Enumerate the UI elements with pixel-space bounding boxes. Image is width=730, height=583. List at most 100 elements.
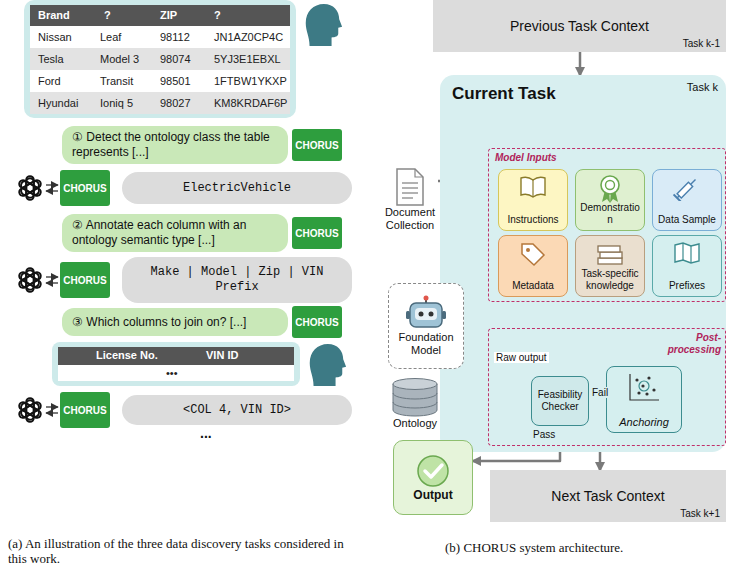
node-text: ① Detect the ontology class the table re… — [72, 130, 278, 160]
output-box: Output — [393, 440, 473, 515]
table-cell: Transit — [100, 75, 133, 88]
table-cell: ? — [104, 9, 111, 22]
icon — [395, 168, 425, 206]
node-text: <COL 4, VIN ID> — [183, 403, 291, 418]
system-box: CHORUS — [60, 262, 110, 298]
context-box: Next Task ContextTask k+1 — [490, 470, 726, 522]
table-cell: Ioniq 5 — [100, 97, 133, 110]
table-cell: 1FTBW1YKXP — [214, 75, 287, 88]
caption: (b) CHORUS system architecture. — [445, 540, 725, 555]
table-cell: ••• — [166, 367, 178, 380]
table-cell: 5YJ3E1EBXL — [214, 53, 281, 66]
node-text: Make | Model | Zip | VIN Prefix — [132, 265, 342, 295]
input-tile: Metadata — [498, 235, 568, 297]
table-cell: Ford — [38, 75, 61, 88]
table-cell: ? — [214, 9, 221, 22]
system-box: CHORUS — [60, 170, 110, 206]
prompt-bubble: ① Detect the ontology class the table re… — [62, 126, 288, 164]
icon — [519, 241, 547, 267]
group-box: Model InputsInstructions Demonstration Dat… — [488, 148, 726, 302]
table-cell: JN1AZ0CP4C — [214, 31, 283, 44]
output-box: Make | Model | Zip | VIN Prefix — [122, 257, 352, 303]
node-text: ③ Which columns to join on? [...] — [72, 315, 278, 330]
node-text: CHORUS — [295, 228, 338, 239]
node-text: CHORUS — [295, 140, 338, 151]
input-tile: Instructions — [498, 169, 568, 231]
edge-label: Fail — [590, 387, 610, 398]
node-text: Task k+1 — [680, 508, 720, 519]
node-text: Post-processing — [659, 332, 721, 356]
node-text: CHORUS — [63, 183, 106, 194]
system-box: CHORUS — [292, 217, 342, 249]
icon — [673, 175, 701, 201]
context-box: Previous Task ContextTask k-1 — [433, 0, 726, 52]
llm-logo — [18, 176, 42, 200]
node-text: Anchoring — [619, 416, 669, 428]
llm-logo — [18, 268, 42, 292]
node-text: Task k-1 — [683, 38, 720, 49]
icon — [406, 295, 446, 331]
node-text: Document Collection — [382, 206, 438, 232]
table-cell: Brand — [38, 9, 70, 22]
node-text: Output — [413, 488, 452, 502]
database-icon: Ontology — [383, 372, 447, 434]
edge-label: Pass — [531, 429, 557, 440]
user-icon — [306, 4, 342, 46]
node-text: Feasibility Checker — [534, 389, 586, 413]
table-cell: 98501 — [160, 75, 191, 88]
edge-label: Raw output — [494, 352, 549, 363]
node-text: Ontology — [393, 417, 437, 430]
table-cell: Hyundai — [38, 97, 78, 110]
checker-box: Feasibility Checker — [531, 376, 589, 426]
output-box: ElectricVehicle — [122, 172, 352, 204]
icon — [598, 175, 622, 203]
input-tile: Data Sample — [652, 169, 722, 231]
table-panel — [24, 0, 296, 118]
icon — [519, 175, 547, 199]
llm-logo — [18, 398, 42, 422]
prompt-bubble: ② Annotate each column with an ontology … — [62, 214, 288, 252]
model-box: Foundation Model — [388, 283, 464, 369]
table-cell: Nissan — [38, 31, 72, 44]
table-cell: Leaf — [100, 31, 121, 44]
table-cell: KM8KRDAF6P — [214, 97, 287, 110]
connector — [599, 452, 602, 470]
table-cell: VIN ID — [206, 349, 238, 362]
anchoring-box: Anchoring — [606, 366, 682, 433]
caption: (a) An illustration of the three data di… — [8, 536, 358, 566]
node-text: Instructions — [507, 214, 558, 226]
table-cell: ... — [200, 427, 212, 440]
input-tile: Demonstration — [575, 169, 645, 231]
node-text: CHORUS — [295, 317, 338, 328]
mini-table — [52, 342, 300, 386]
system-box: CHORUS — [60, 392, 110, 428]
exchange-arrows — [46, 185, 58, 413]
table-cell: ZIP — [160, 9, 177, 22]
node-text: Demonstration — [579, 202, 641, 226]
table-cell: 98027 — [160, 97, 191, 110]
prompt-bubble: ③ Which columns to join on? [...] — [62, 308, 288, 336]
node-text: Next Task Context — [551, 488, 664, 504]
user-icon — [310, 344, 346, 386]
node-text: Previous Task Context — [510, 18, 649, 34]
node-text: ElectricVehicle — [183, 181, 291, 196]
node-text: Metadata — [512, 280, 554, 292]
table-cell: 98112 — [160, 31, 190, 44]
document-icon: Document Collection — [382, 160, 438, 240]
node-text: Prefixes — [669, 280, 705, 292]
table-cell: Model 3 — [100, 53, 139, 66]
node-text: Model Inputs — [495, 152, 719, 163]
node-text: CHORUS — [63, 275, 106, 286]
icon — [595, 241, 625, 267]
node-text: Task-specific knowledge — [579, 268, 641, 292]
icon — [627, 372, 661, 402]
node-text: Foundation Model — [392, 331, 460, 357]
table-cell: License No. — [96, 349, 158, 362]
icon — [673, 241, 701, 265]
icon — [416, 454, 450, 488]
system-box: CHORUS — [292, 129, 342, 161]
node-text: ② Annotate each column with an ontology … — [72, 218, 278, 248]
node-text: CHORUS — [63, 405, 106, 416]
node-text: Task k — [687, 81, 718, 93]
task-panel: Current TaskTask kModel InputsInstructio… — [440, 75, 726, 452]
